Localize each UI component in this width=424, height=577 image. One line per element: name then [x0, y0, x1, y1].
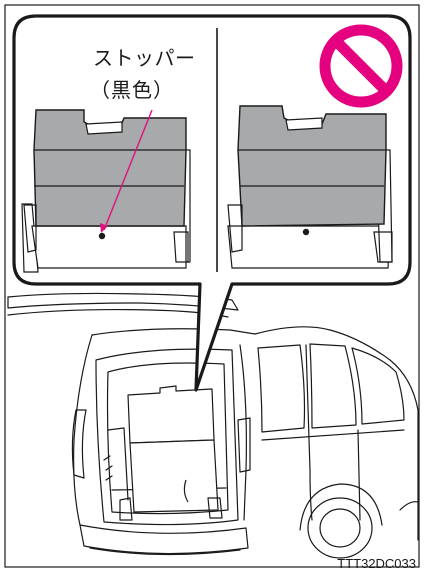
panel-prohibited: [228, 106, 392, 268]
stopper-color-label: （黒色）: [90, 74, 174, 103]
side-window-front: [352, 348, 404, 424]
panel-correct: [22, 110, 190, 272]
rear-bumper: [80, 525, 248, 554]
figure-code: TTT32DC033: [337, 556, 416, 571]
rear-wheel-arch: [300, 484, 382, 530]
side-window-mid: [310, 344, 356, 428]
car-body-outline: [255, 327, 418, 540]
stopper-label: ストッパー: [93, 42, 196, 71]
cargo-board-small: [120, 386, 222, 520]
stopper-dot: [99, 233, 105, 239]
rear-wheel: [308, 498, 372, 558]
side-window-rear: [258, 345, 305, 432]
